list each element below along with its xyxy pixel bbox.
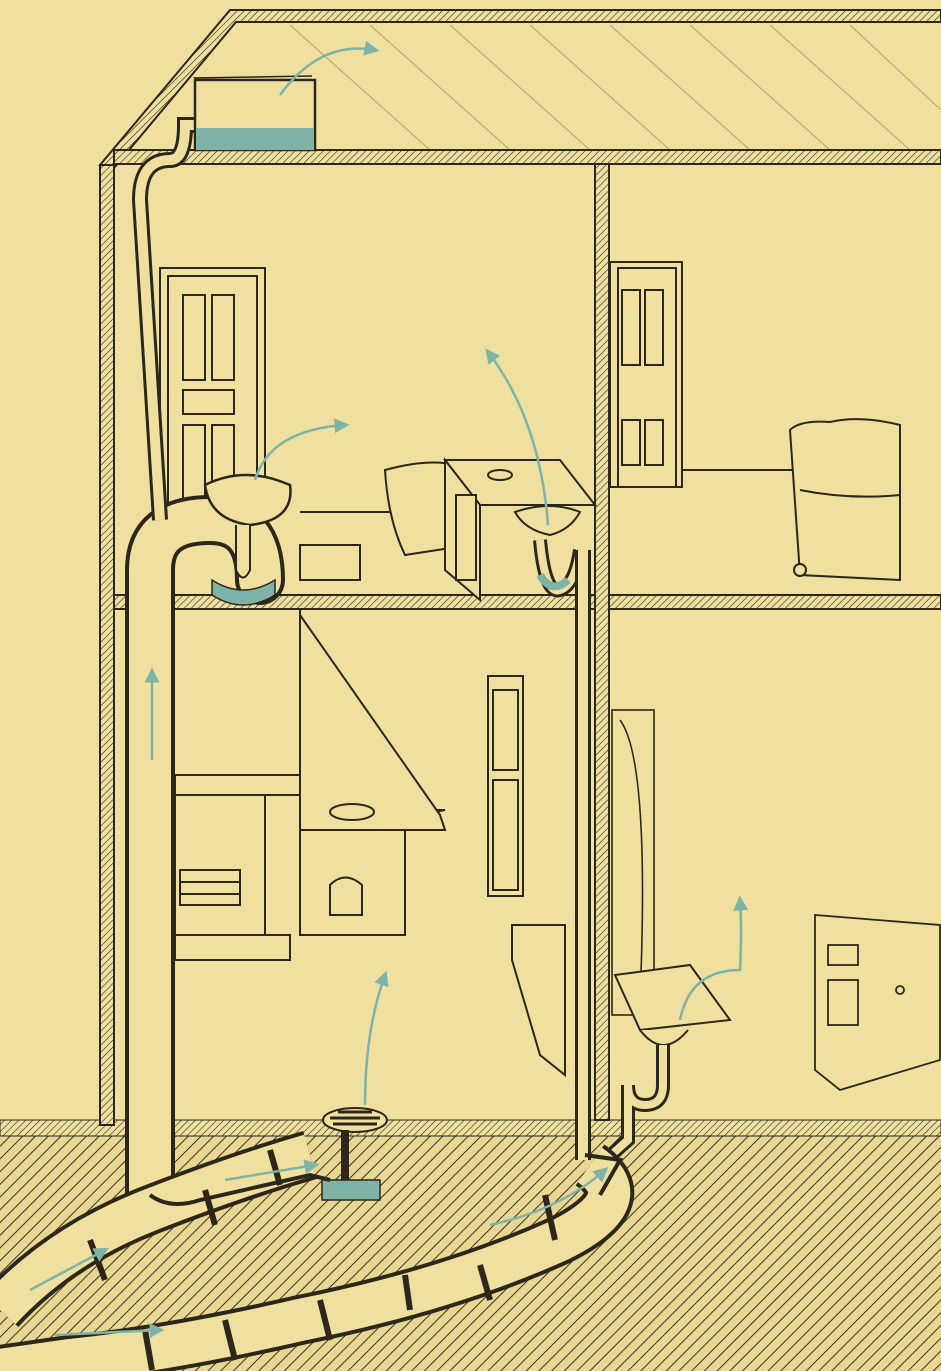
floors [113, 149, 941, 610]
washstand-cabinet [442, 457, 598, 603]
lower-middle-door [487, 675, 524, 897]
vent-pipe [131, 117, 195, 521]
soil-pipe [125, 494, 285, 1220]
dresser [814, 914, 941, 1091]
interior-wall [594, 163, 610, 1121]
bed [788, 418, 901, 582]
wash-tub [511, 924, 566, 1078]
airflow-arrows [29, 40, 749, 1338]
roof-tank [192, 75, 317, 152]
water-closet-basin [203, 473, 292, 606]
upper-right-door [609, 261, 800, 488]
house-drain [0, 1130, 635, 1371]
outer-wall-left [99, 164, 115, 1126]
washstand-trap-lower [595, 1045, 670, 1171]
floor-drain [321, 1107, 388, 1201]
kitchen-range [174, 610, 447, 961]
fireplace-mantel [611, 709, 655, 1016]
